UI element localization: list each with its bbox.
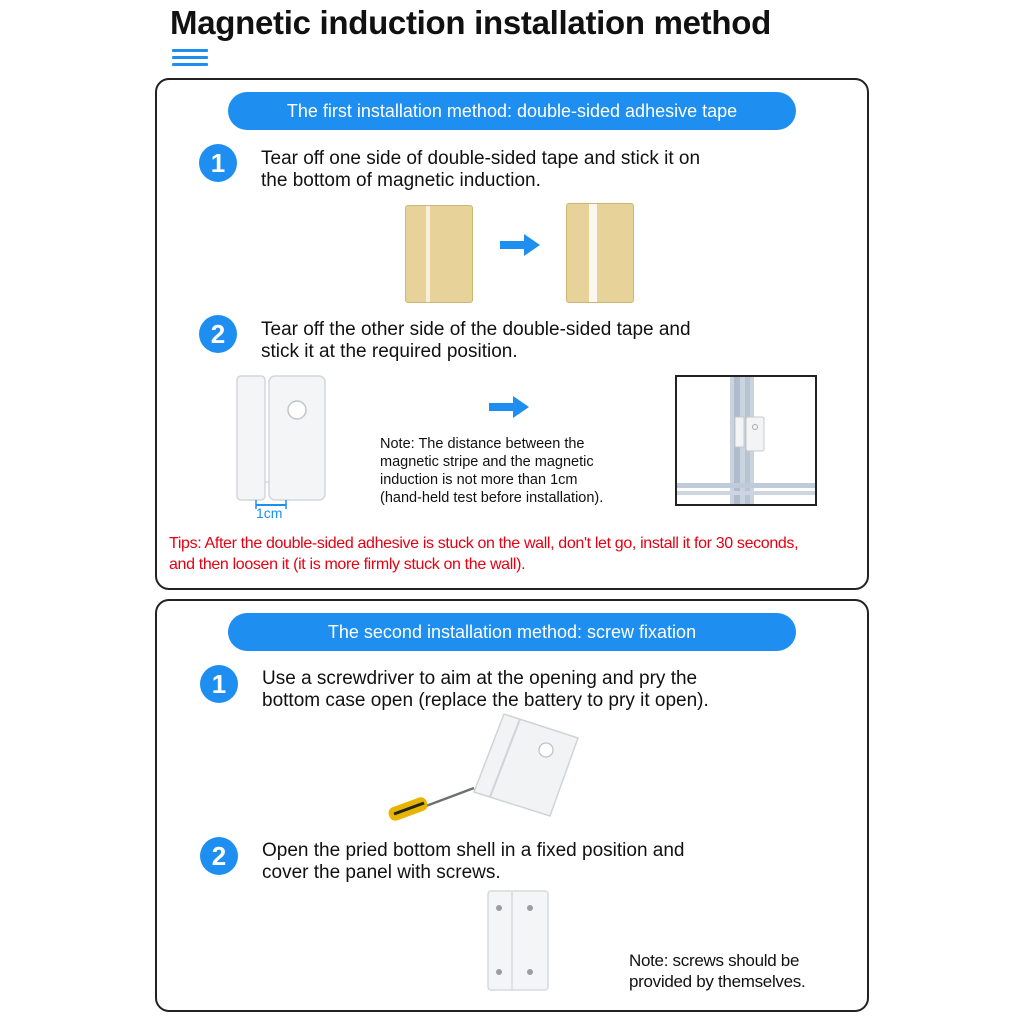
method2-step1-number: 1 [200, 665, 238, 703]
method1-step2-text: Tear off the other side of the double-si… [261, 319, 691, 362]
method2-step2-text: Open the pried bottom shell in a fixed p… [262, 840, 685, 883]
menu-icon [172, 49, 208, 69]
page-title: Magnetic induction installation method [170, 4, 771, 41]
method1-step1-number: 1 [199, 144, 237, 182]
window-frame-icon [675, 375, 817, 506]
method2-step1-text: Use a screwdriver to aim at the opening … [262, 668, 709, 711]
measure-label: 1cm [256, 505, 283, 521]
method2-note: Note: screws should be provided by thems… [629, 951, 806, 991]
method1-step1-text: Tear off one side of double-sided tape a… [261, 148, 701, 191]
method2-header: The second installation method: screw fi… [228, 613, 796, 651]
sensor-device-icon [236, 375, 326, 509]
method1-step2-number: 2 [199, 315, 237, 353]
arrow-right-icon [489, 396, 529, 418]
sensor-device-icon [473, 713, 579, 817]
tape-after-image [566, 203, 634, 303]
arrow-right-icon [500, 234, 540, 256]
method1-tips: Tips: After the double-sided adhesive is… [169, 535, 799, 573]
method2-step2-number: 2 [200, 837, 238, 875]
method1-note: Note: The distance between the magnetic … [380, 436, 604, 506]
screwdriver-icon [388, 786, 475, 821]
tape-before-image [405, 205, 473, 303]
mounting-plate-icon [487, 890, 549, 991]
method1-header: The first installation method: double-si… [228, 92, 796, 130]
